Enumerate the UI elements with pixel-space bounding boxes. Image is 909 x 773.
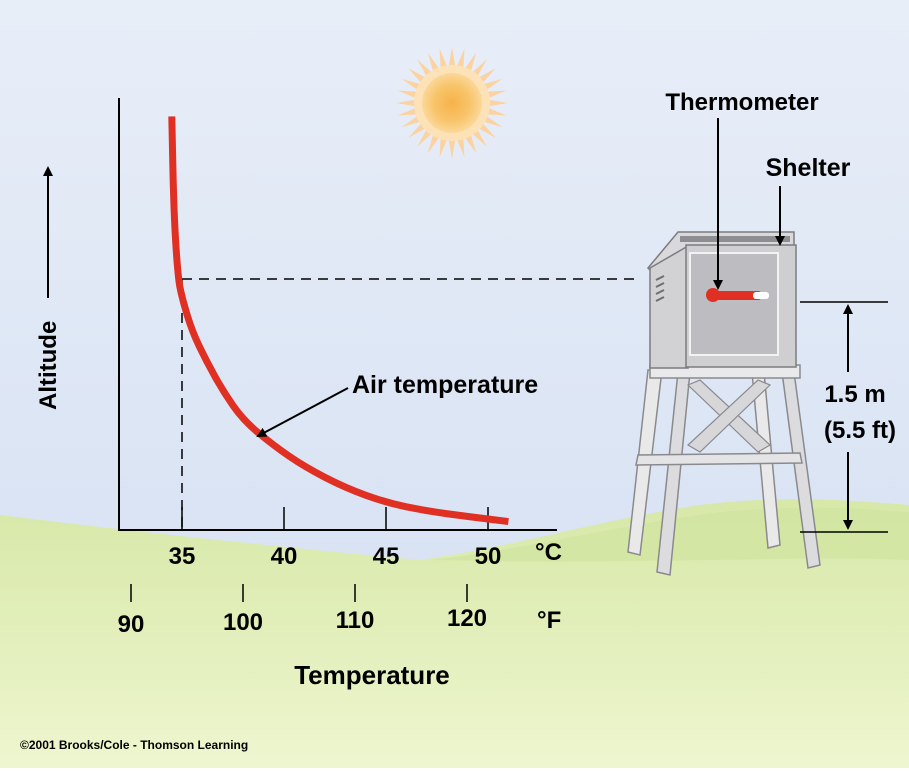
sun-ray <box>396 99 415 107</box>
sun-ray <box>465 52 477 71</box>
sun-ray <box>408 68 425 82</box>
height-metric-label: 1.5 m <box>824 381 885 408</box>
sun-ray <box>489 99 508 107</box>
celsius-tick-label: 40 <box>271 543 298 570</box>
altitude-label: Altitude <box>35 321 62 410</box>
air-temperature-pointer <box>256 387 349 437</box>
sun-icon <box>396 47 508 159</box>
fahrenheit-tick-label: 90 <box>118 611 145 638</box>
sun-ray <box>439 48 447 67</box>
sun-ray <box>465 135 477 154</box>
copyright-text: ©2001 Brooks/Cole - Thomson Learning <box>20 738 249 752</box>
sun-ray <box>427 52 439 71</box>
sun-ray <box>479 124 496 138</box>
celsius-tick-label: 50 <box>475 543 502 570</box>
fahrenheit-unit: °F <box>537 607 561 634</box>
sun-ray <box>484 116 503 128</box>
grass-background <box>0 499 909 768</box>
sun-ray <box>448 140 456 159</box>
sun-ray <box>427 135 439 154</box>
sun-ray <box>479 68 496 82</box>
celsius-ticks: 35 40 45 50 <box>169 507 502 570</box>
sun-ray <box>488 90 507 98</box>
sun-ray <box>401 116 420 128</box>
sun-ray <box>484 78 503 90</box>
fahrenheit-tick-label: 110 <box>336 607 375 634</box>
fahrenheit-ticks: 90 100 110 120 <box>118 584 487 638</box>
shelter-box <box>646 231 797 369</box>
sun-ray <box>473 59 487 76</box>
sun-ray <box>397 90 416 98</box>
fahrenheit-tick-label: 100 <box>223 609 263 636</box>
shelter-label: Shelter <box>766 154 851 182</box>
sun-ray <box>457 139 465 158</box>
fahrenheit-tick-label: 120 <box>447 605 487 632</box>
sun-ray <box>401 78 420 90</box>
sun-ray <box>473 130 487 147</box>
air-temperature-label: Air temperature <box>352 371 538 399</box>
celsius-unit: °C <box>535 539 562 566</box>
thermometer-icon <box>706 288 769 302</box>
sun-ray <box>448 47 456 66</box>
temperature-axis-label: Temperature <box>294 660 450 690</box>
sun-ray <box>439 139 447 158</box>
sun-ray <box>417 59 431 76</box>
celsius-tick-label: 45 <box>373 543 400 570</box>
sun-ray <box>408 124 425 138</box>
height-imperial-label: (5.5 ft) <box>824 417 896 444</box>
thermometer-label: Thermometer <box>665 89 818 116</box>
sun-ray <box>457 48 465 67</box>
sun-ray <box>417 130 431 147</box>
sun-ray <box>488 108 507 116</box>
air-temperature-curve <box>168 116 509 526</box>
sun-ray <box>397 108 416 116</box>
shelter-stand <box>627 364 821 576</box>
celsius-tick-label: 35 <box>169 543 196 570</box>
